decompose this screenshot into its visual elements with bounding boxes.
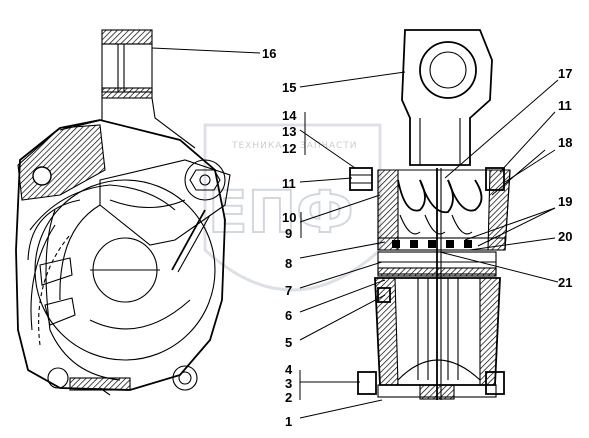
label-10: 10 [282, 210, 296, 225]
label-17: 17 [558, 66, 572, 81]
label-15: 15 [282, 80, 296, 95]
callout-labels: 16 15 14 13 12 11 10 9 8 7 6 5 4 3 2 1 1… [262, 46, 572, 429]
label-7: 7 [285, 283, 292, 298]
label-9: 9 [285, 226, 292, 241]
label-8: 8 [285, 256, 292, 271]
label-13: 13 [282, 124, 296, 139]
label-4: 4 [285, 362, 293, 377]
flange-section [17, 124, 106, 201]
label-14: 14 [282, 108, 297, 123]
label-20: 20 [558, 229, 572, 244]
shaft-top-section [101, 29, 153, 45]
housing-side-view [15, 29, 231, 396]
label-2: 2 [285, 390, 292, 405]
watermark-logo: ЕПФ [208, 178, 354, 246]
watermark-line1: ТЕХНИКА [231, 141, 282, 151]
label-6: 6 [285, 308, 292, 323]
label-5: 5 [285, 335, 292, 350]
label-18: 18 [558, 135, 572, 150]
label-21: 21 [558, 275, 572, 290]
label-11-left: 11 [282, 176, 296, 191]
leader-lines [151, 47, 559, 419]
label-16: 16 [262, 46, 276, 61]
label-11-right: 11 [558, 98, 572, 113]
label-12: 12 [282, 141, 296, 156]
bracket [401, 29, 493, 166]
label-19: 19 [558, 194, 572, 209]
label-3: 3 [285, 376, 292, 391]
label-1: 1 [285, 414, 292, 429]
section-view [349, 29, 511, 400]
watermark-line2: ЗАПЧАСТИ [300, 141, 358, 151]
